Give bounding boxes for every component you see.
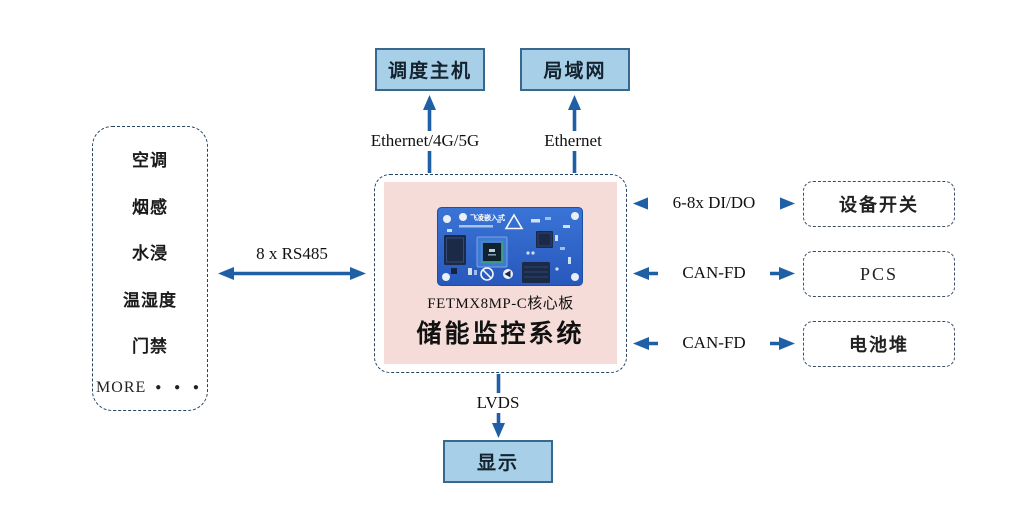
node-pcs-label: PCS (859, 263, 899, 284)
node-dispatch-host: 调度主机 (375, 48, 485, 91)
sensor-item-temp-humidity: 温湿度 (123, 290, 177, 310)
sensor-item-smoke: 烟感 (132, 197, 168, 217)
no-symbol-icon (480, 267, 494, 281)
node-lan: 局域网 (520, 48, 630, 91)
lvds-label: LVDS (458, 393, 538, 413)
system-title: 储能监控系统 (416, 320, 585, 348)
warning-triangle-icon (504, 213, 524, 230)
node-pcs: PCS (803, 251, 955, 297)
vendor-logo-icon (459, 213, 467, 221)
ethernet-label: Ethernet (523, 131, 623, 151)
rs485-label: 8 x RS485 (256, 244, 328, 263)
node-dispatch-host-label: 调度主机 (387, 61, 472, 82)
sensor-list: 空调 烟感 水浸 温湿度 门禁 MORE ● ● ● (92, 126, 208, 411)
sensor-item-door: 门禁 (132, 337, 168, 357)
pcb-hole (571, 212, 579, 220)
sensor-item-more: MORE ● ● ● (96, 379, 204, 397)
node-device-switch: 设备开关 (803, 181, 955, 227)
pcb-hole (443, 215, 451, 223)
core-board-label: FETMX8MP-C核心板 (427, 296, 574, 312)
ethernet-4g5g-label: Ethernet/4G/5G (348, 131, 502, 151)
ram-chip (444, 235, 466, 265)
more-label: MORE (96, 378, 147, 396)
node-battery-stack: 电池堆 (803, 321, 955, 367)
vendor-logo-text: 飞凌嵌入式 (470, 213, 505, 222)
pcb-hole (571, 273, 579, 281)
canfd-label-2: CAN-FD (658, 333, 770, 353)
node-battery-stack-label: 电池堆 (849, 335, 909, 355)
core-board-image: 飞凌嵌入式 (437, 207, 583, 286)
more-dots-icon: ● ● ● (155, 381, 204, 393)
sensor-item-aircon: 空调 (132, 151, 168, 170)
pcb-hole (442, 273, 450, 281)
node-lan-label: 局域网 (543, 61, 607, 82)
sensor-panel (92, 126, 208, 411)
node-display: 显示 (443, 440, 553, 483)
rs485-arrow (218, 267, 366, 280)
node-device-switch-label: 设备开关 (839, 195, 919, 215)
dido-label: 6-8x DI/DO (648, 193, 780, 213)
canfd-label-1: CAN-FD (658, 263, 770, 283)
pmic-chip (536, 231, 553, 248)
sensor-item-water: 水浸 (132, 244, 168, 264)
node-display-label: 显示 (476, 453, 519, 474)
